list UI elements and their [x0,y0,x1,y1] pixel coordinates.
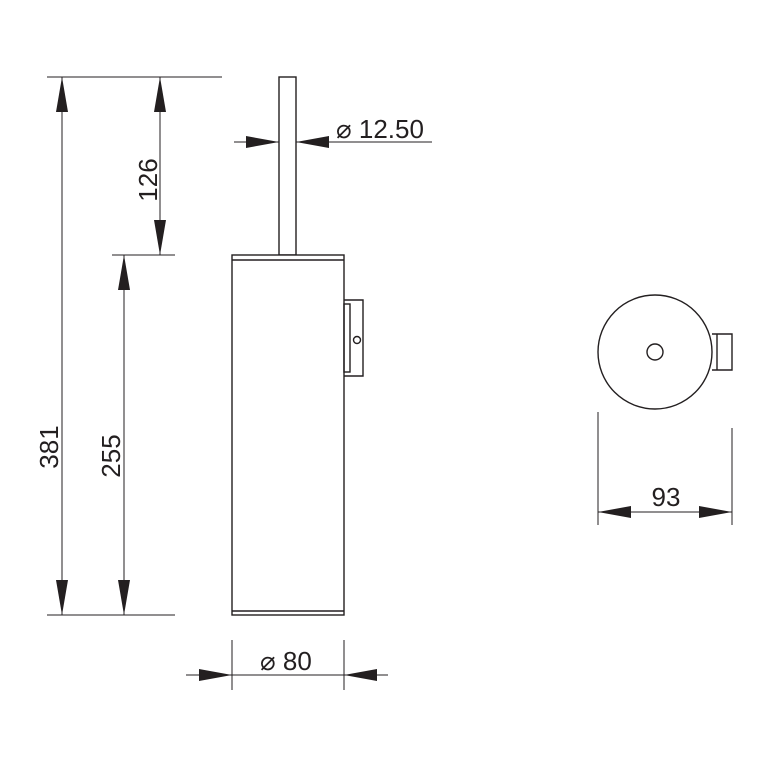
wall-bracket [344,299,364,377]
container-top-outline [597,294,713,410]
dimension-handle-height: 126 [133,77,166,255]
dim-label-381: 381 [34,425,64,468]
dimension-handle-diameter: ⌀ 12.50 [234,114,432,148]
dim-label-255: 255 [96,434,126,477]
brush-handle [278,76,297,256]
dim-label-body-diameter: ⌀ 80 [260,646,312,676]
wall-bracket-plate [343,303,351,373]
dim-label-93: 93 [652,482,681,512]
handle-hole [646,343,664,361]
dimension-depth: 93 [597,412,733,525]
top-view [597,294,733,410]
front-view [231,76,364,616]
container-body [231,254,345,616]
bracket-screw [352,335,362,345]
extension-lines [47,76,345,690]
dim-label-handle-diameter: ⌀ 12.50 [336,114,424,144]
dimension-total-height: 381 [34,77,68,615]
dimension-body-diameter: ⌀ 80 [186,646,388,681]
dimension-body-height: 255 [96,255,130,615]
top-view-bracket [712,333,733,371]
dim-label-126: 126 [133,158,163,201]
